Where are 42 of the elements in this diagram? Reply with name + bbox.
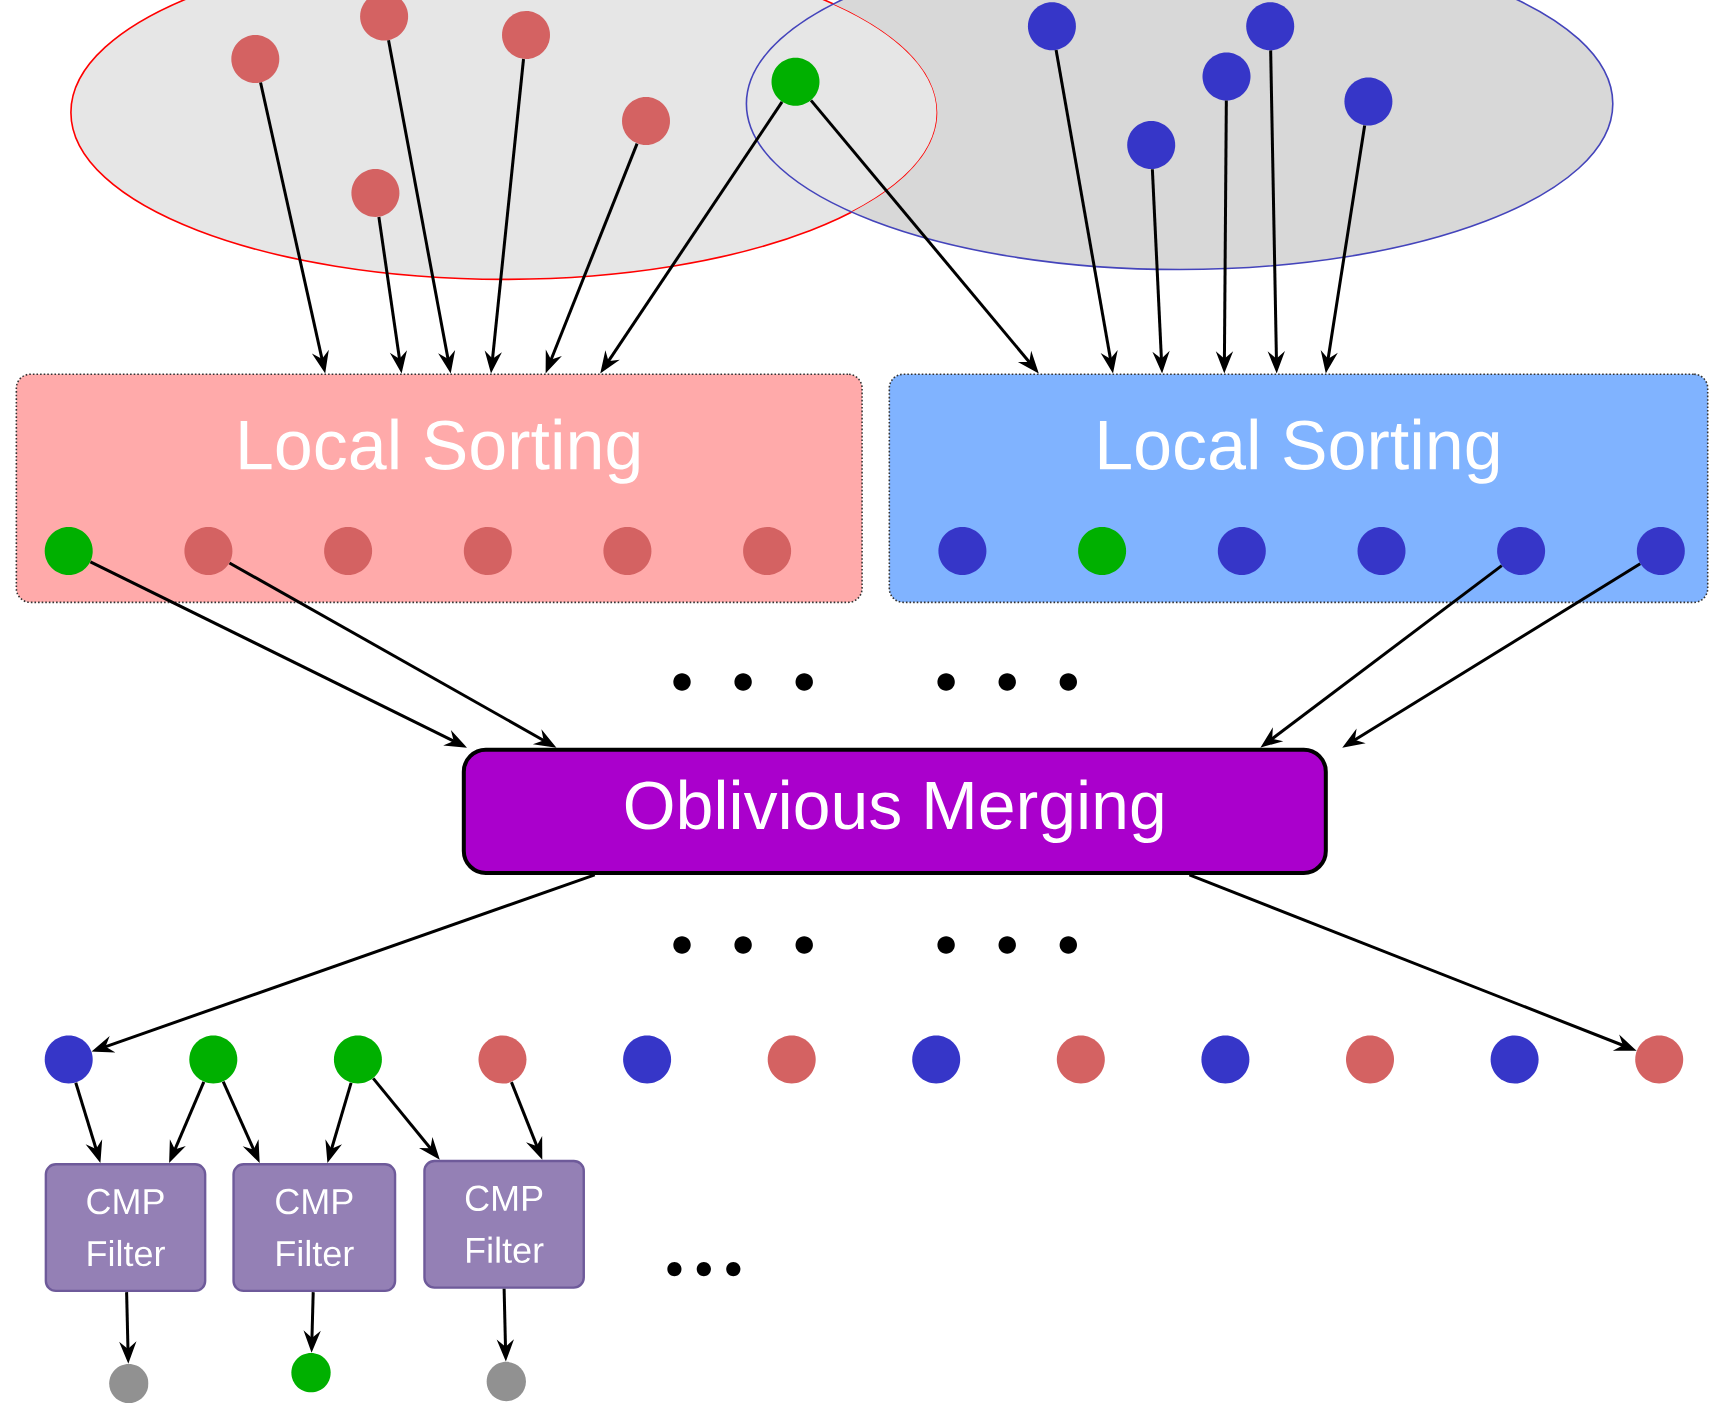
- filter-box: CMP Filter: [423, 1159, 585, 1289]
- dot: [44, 1035, 93, 1084]
- dot: [767, 1035, 816, 1084]
- dot: [333, 1035, 382, 1084]
- dot: [623, 1035, 672, 1084]
- dot: [502, 10, 550, 59]
- dot: [1246, 2, 1295, 51]
- dot: [1127, 121, 1176, 170]
- dot: [1201, 1035, 1250, 1084]
- dot: [743, 527, 792, 576]
- dot: [1217, 527, 1266, 576]
- dot: [1497, 527, 1546, 576]
- process-box: Local Sorting: [888, 373, 1709, 604]
- dot: [938, 527, 987, 576]
- dot: [1344, 77, 1393, 126]
- dot: [1357, 527, 1406, 576]
- dot: [291, 1353, 331, 1393]
- dot: [1635, 1035, 1684, 1084]
- filter-box: CMP Filter: [44, 1163, 207, 1293]
- dot: [1027, 2, 1076, 51]
- dot: [324, 527, 373, 576]
- filter-box: CMP Filter: [232, 1163, 397, 1293]
- dot: [771, 57, 820, 106]
- dot: [463, 527, 512, 576]
- dot: [1078, 527, 1127, 576]
- dot: [189, 1035, 238, 1084]
- dot: [912, 1035, 961, 1084]
- dot: [622, 97, 670, 146]
- dot: [1636, 527, 1685, 576]
- dot: [478, 1035, 527, 1084]
- dot: [1202, 52, 1251, 101]
- dot: [1346, 1035, 1394, 1084]
- dot: [44, 527, 93, 576]
- dot: [1490, 1035, 1539, 1084]
- dot: [351, 169, 400, 218]
- dot: [184, 527, 233, 576]
- process-box: Local Sorting: [15, 373, 863, 604]
- dot: [231, 34, 280, 83]
- process-box: Oblivious Merging: [461, 747, 1328, 875]
- dot: [603, 527, 652, 576]
- dot: [1056, 1035, 1105, 1084]
- dot: [486, 1361, 526, 1402]
